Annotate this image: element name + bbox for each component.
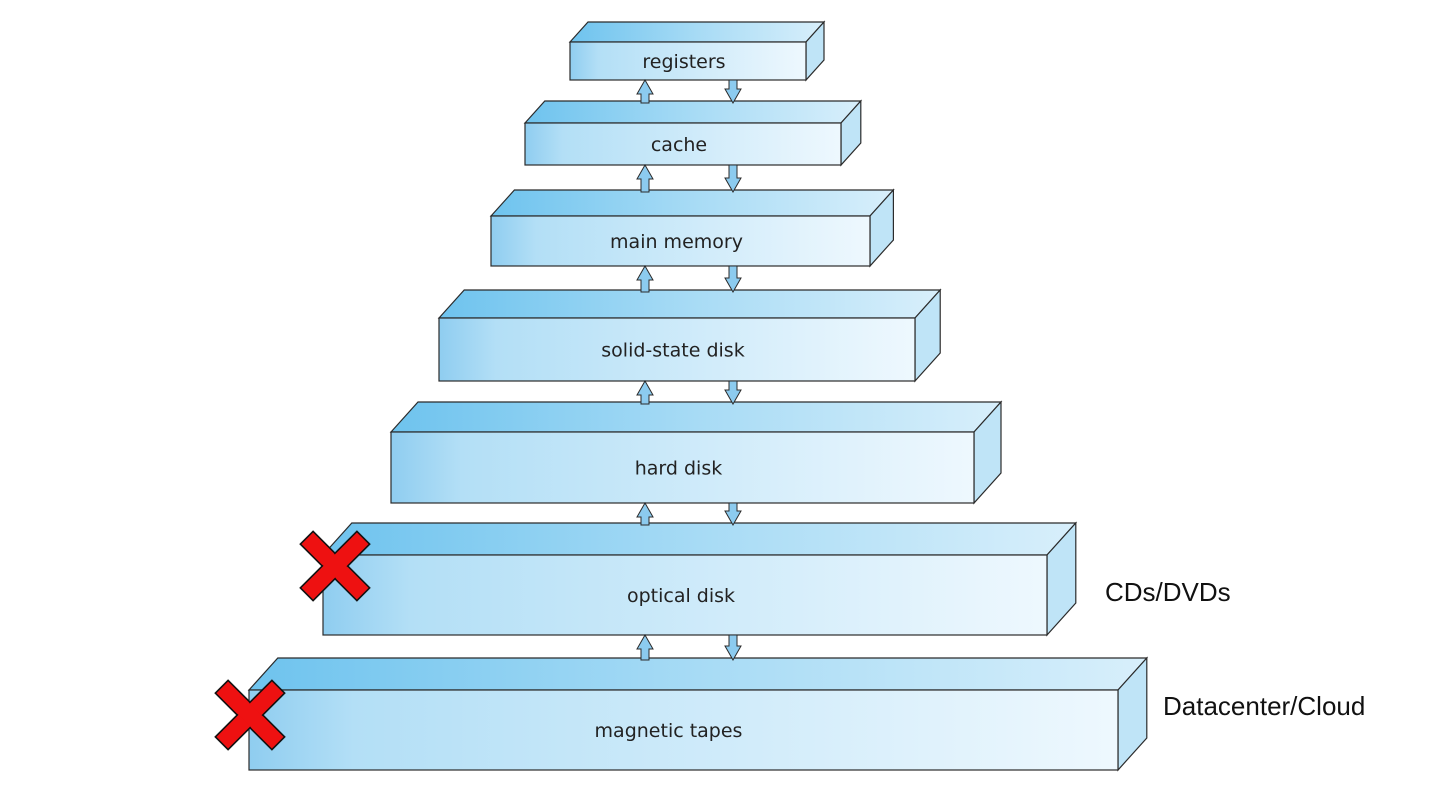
level-top-face — [321, 522, 1078, 556]
arrow-up-icon — [636, 78, 654, 104]
level-registers: registers — [568, 20, 826, 82]
transfer-arrow-pair — [636, 78, 742, 105]
x-mark-icon — [299, 530, 371, 602]
level-magnetic-tapes: magnetic tapes — [247, 656, 1149, 772]
arrow-down-icon — [724, 265, 742, 294]
removed-marks — [214, 530, 371, 751]
level-front-face — [569, 41, 807, 81]
level-top-face — [389, 401, 1003, 433]
level-top-face — [437, 289, 942, 319]
transfer-arrows — [636, 78, 742, 662]
level-front-face — [438, 317, 916, 382]
arrow-down-icon — [724, 380, 742, 406]
arrow-down-icon — [724, 502, 742, 527]
level-solid-state-disk: solid-state disk — [437, 288, 942, 383]
level-top-face — [489, 189, 895, 217]
level-label: registers — [642, 51, 725, 73]
level-label: optical disk — [627, 585, 735, 607]
side-label-optical-disk: CDs/DVDs — [1105, 577, 1231, 607]
level-label: solid-state disk — [601, 340, 744, 362]
transfer-arrow-pair — [636, 633, 742, 662]
level-label: magnetic tapes — [595, 720, 743, 742]
arrow-down-icon — [724, 164, 742, 194]
level-top-face — [568, 21, 826, 43]
level-hard-disk: hard disk — [389, 400, 1003, 505]
level-front-face — [390, 431, 975, 504]
arrow-up-icon — [636, 264, 654, 293]
arrow-up-icon — [636, 501, 654, 526]
level-top-face — [523, 100, 863, 124]
level-main-memory: main memory — [489, 188, 895, 268]
level-label: main memory — [610, 231, 743, 253]
arrow-up-icon — [636, 163, 654, 193]
level-top-face — [247, 657, 1149, 691]
transfer-arrow-pair — [636, 501, 742, 527]
level-front-face — [322, 554, 1048, 636]
level-front-face — [248, 689, 1119, 771]
arrow-up-icon — [636, 379, 654, 405]
arrow-down-icon — [724, 79, 742, 105]
level-front-face — [524, 122, 842, 166]
level-label: cache — [651, 134, 707, 156]
arrow-up-icon — [636, 633, 654, 661]
level-optical-disk: optical disk — [321, 521, 1078, 637]
level-cache: cache — [523, 99, 863, 167]
transfer-arrow-pair — [636, 264, 742, 294]
x-mark-icon — [214, 679, 286, 751]
transfer-arrow-pair — [636, 379, 742, 406]
side-label-magnetic-tapes: Datacenter/Cloud — [1163, 691, 1365, 721]
level-front-face — [490, 215, 871, 267]
transfer-arrow-pair — [636, 163, 742, 194]
level-label: hard disk — [635, 458, 723, 480]
level-boxes: registers cache main memory solid-state dis… — [247, 20, 1149, 772]
arrow-down-icon — [724, 634, 742, 662]
